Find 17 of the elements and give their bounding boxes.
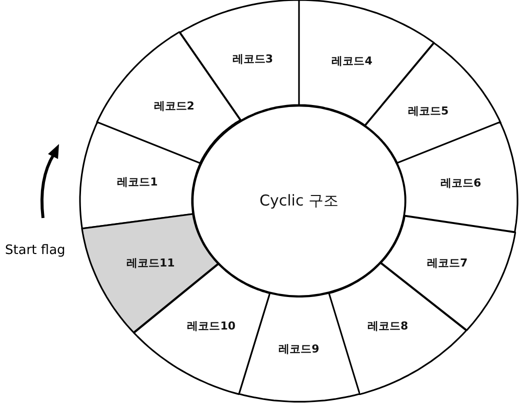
segment-label: 레코드8 (367, 318, 408, 334)
segment-label: 레코드6 (440, 175, 482, 190)
segment-label: 레코드7 (426, 255, 468, 270)
segment-label: 레코드2 (154, 98, 194, 114)
segment-label: 레코드11 (126, 255, 175, 270)
ring-segment (79, 121, 202, 230)
segment-label: 레코드9 (278, 342, 320, 357)
ring-segment (396, 121, 519, 234)
segment-label: 레코드10 (187, 318, 236, 334)
segment-label: 레코드1 (117, 174, 158, 190)
segment-label: 레코드3 (232, 51, 274, 66)
start-flag-label: Start flag (5, 243, 66, 258)
segment-label: 레코드5 (408, 103, 449, 118)
segment-label: 레코드4 (332, 53, 372, 68)
ring-segment (238, 292, 360, 403)
center-circle (192, 105, 406, 297)
center-label: Cyclic 구조 (260, 192, 338, 210)
